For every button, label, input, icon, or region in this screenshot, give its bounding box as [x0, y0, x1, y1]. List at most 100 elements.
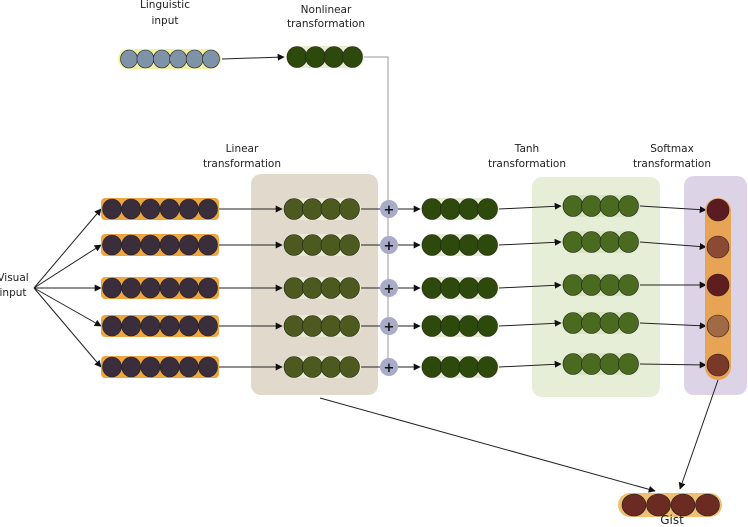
linear-unit — [302, 277, 323, 299]
linear-transformation-label-line1: Linear — [226, 143, 259, 155]
edge-linear-to-gist — [319, 397, 656, 493]
linear-unit — [283, 198, 305, 220]
tanh-transformation-label-line1: Tanh — [514, 143, 539, 155]
edge-combined-to-tanh — [498, 360, 562, 368]
tanh-unit — [562, 195, 584, 217]
combined-unit — [477, 198, 498, 220]
linear-unit — [320, 198, 342, 220]
nonlinear-transformation-label-line2: transformation — [287, 18, 365, 30]
visual-unit — [102, 315, 122, 337]
connections — [33, 53, 719, 493]
visual-input-label-line1: Visual — [0, 272, 29, 284]
tanh-unit — [618, 312, 639, 334]
nonlinear-unit — [323, 46, 345, 68]
visual-unit — [140, 356, 161, 378]
combined-unit — [458, 315, 480, 337]
combined-unit — [458, 356, 480, 378]
linear-unit — [283, 234, 305, 256]
edge-tanh-to-softmax — [639, 322, 707, 330]
softmax-unit — [706, 235, 730, 259]
combined-unit — [440, 198, 461, 220]
visual-unit — [159, 234, 180, 256]
visual-unit — [179, 234, 199, 256]
visual-input-label-line2: input — [0, 287, 27, 299]
combined-unit — [477, 315, 498, 337]
plus-symbol: + — [384, 282, 395, 297]
linguistic-input-label-line2: input — [151, 15, 178, 27]
softmax-transformation-label-line1: Softmax — [650, 143, 694, 155]
tanh-unit — [599, 274, 621, 296]
visual-unit — [140, 315, 161, 337]
linear-unit — [302, 356, 323, 378]
edge-visual-input-5 — [33, 287, 102, 368]
nonlinear-transformation-units — [286, 46, 363, 68]
edge-tanh-to-softmax — [639, 205, 707, 214]
visual-unit — [159, 198, 180, 220]
linear-unit — [320, 315, 342, 337]
visual-unit — [102, 234, 122, 256]
edge-visual-input-1 — [33, 208, 102, 289]
combined-unit — [421, 356, 443, 378]
combined-unit — [421, 315, 443, 337]
visual-unit — [121, 198, 141, 220]
visual-unit — [198, 315, 218, 337]
visual-unit — [102, 356, 122, 378]
visual-unit — [140, 277, 161, 299]
combined-unit — [458, 277, 480, 299]
visual-unit — [102, 277, 122, 299]
combined-unit — [421, 198, 443, 220]
tanh-unit — [562, 231, 584, 253]
tanh-unit — [581, 274, 602, 296]
plus-node — [380, 317, 398, 335]
gist-unit — [695, 493, 720, 517]
visual-unit — [159, 315, 180, 337]
combined-unit — [421, 277, 443, 299]
visual-unit — [102, 198, 122, 220]
tanh-unit — [618, 195, 639, 217]
combined-unit — [421, 234, 443, 256]
tanh-unit — [599, 195, 621, 217]
visual-unit — [140, 234, 161, 256]
softmax-unit — [706, 353, 730, 377]
combined-unit — [458, 198, 480, 220]
tanh-unit — [581, 353, 602, 375]
combined-unit — [458, 234, 480, 256]
edge-nonlinear-broadcast — [364, 56, 389, 372]
edge-visual-input-4 — [33, 287, 102, 327]
combined-rows — [421, 198, 499, 378]
plus-symbol: + — [384, 361, 395, 376]
addition-nodes: +++++ — [380, 200, 398, 376]
visual-unit — [179, 356, 199, 378]
visual-unit — [198, 198, 218, 220]
linear-transformation-rows — [283, 198, 361, 378]
plus-node — [380, 358, 398, 376]
tanh-unit — [581, 231, 602, 253]
tanh-unit — [562, 353, 584, 375]
linear-unit — [339, 234, 360, 256]
plus-node — [380, 279, 398, 297]
linear-unit — [302, 198, 323, 220]
linguistic-input-units — [120, 49, 220, 69]
edge-tanh-to-softmax — [639, 241, 707, 251]
combined-unit — [477, 356, 498, 378]
nonlinear-transformation-label-line1: Nonlinear — [301, 4, 352, 16]
linguistic-unit — [202, 49, 220, 69]
linguistic-unit — [136, 49, 155, 69]
tanh-transformation-label-line2: transformation — [488, 158, 566, 170]
softmax-unit — [706, 198, 730, 222]
edge-linguistic-to-nonlinear — [221, 53, 285, 61]
linear-unit — [339, 315, 360, 337]
edge-softmax-to-gist — [678, 379, 719, 490]
linguistic-input-label-line1: Linguistic — [140, 0, 190, 11]
edge-visual-input-2 — [33, 244, 102, 289]
tanh-unit — [562, 312, 584, 334]
linear-unit — [320, 234, 342, 256]
visual-unit — [179, 198, 199, 220]
linear-unit — [302, 234, 323, 256]
linear-unit — [283, 315, 305, 337]
gist-unit — [621, 493, 647, 517]
plus-node — [380, 200, 398, 218]
linear-unit — [283, 277, 305, 299]
visual-input-rows — [101, 198, 219, 378]
